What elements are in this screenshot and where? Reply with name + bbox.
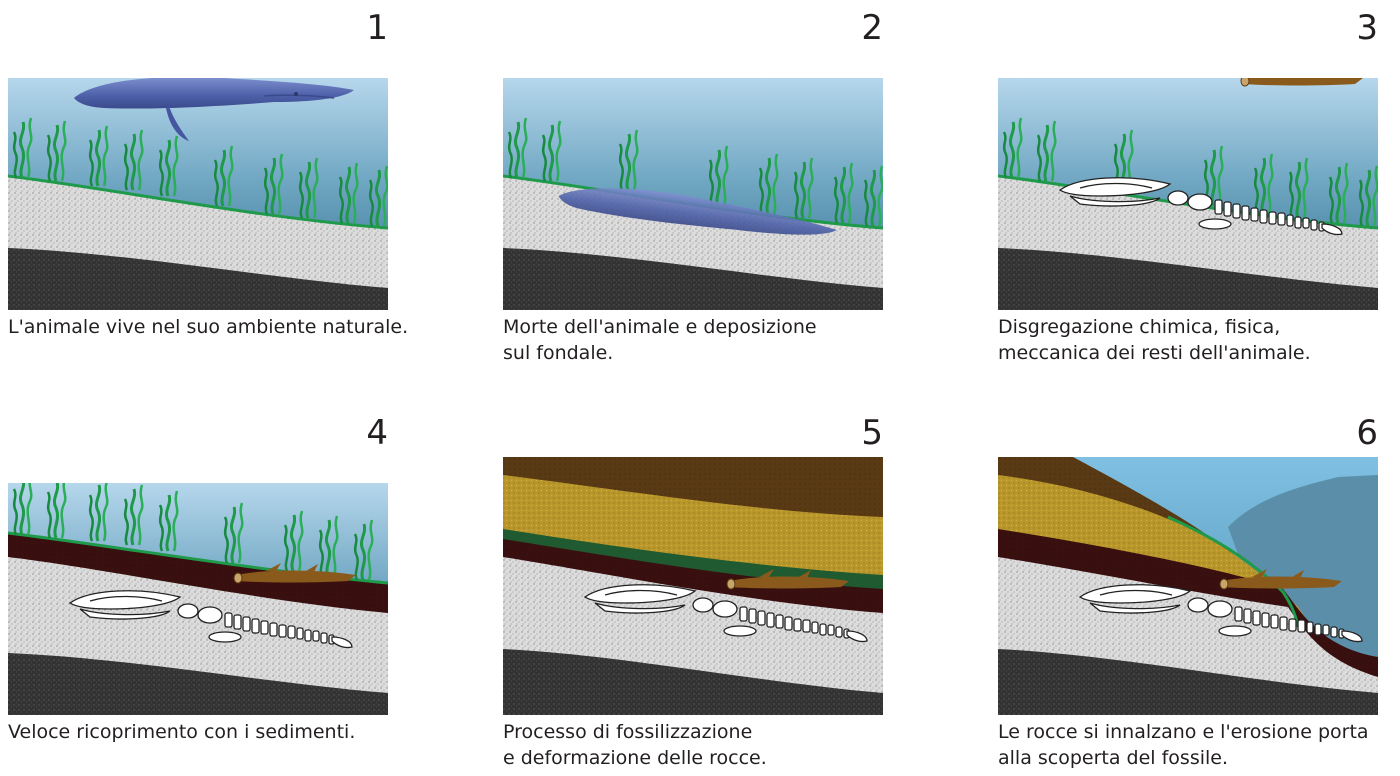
panel-3: 3 Disgregazione chimica, fisica, meccani… [998, 0, 1378, 370]
step-number: 2 [861, 8, 883, 48]
caption: Morte dell'animale e deposizione sul fon… [503, 316, 817, 364]
caption: L'animale vive nel suo ambiente naturale… [8, 316, 409, 338]
caption: Veloce ricoprimento con i sedimenti. [8, 721, 356, 743]
panel-6: 6 Le rocce si innalzano e l'erosione por… [998, 405, 1378, 775]
scene-rapid-burial [8, 483, 388, 715]
scene-fossilization [503, 457, 883, 715]
panel-4: 4 Veloce ricoprimento con i sedimenti. [8, 405, 388, 775]
scene-erosion-discovery [998, 457, 1378, 715]
panel-2: 2 Morte dell'animale e deposizione sul f… [503, 0, 883, 370]
panel-1: 1 L'animale vive nel suo ambiente natura… [8, 0, 408, 370]
step-number: 4 [366, 413, 388, 453]
caption: Le rocce si innalzano e l'erosione porta… [998, 721, 1369, 769]
step-number: 1 [366, 8, 388, 48]
caption: Disgregazione chimica, fisica, meccanica… [998, 316, 1311, 364]
step-number: 3 [1356, 8, 1378, 48]
caption: Processo di fossilizzazione e deformazio… [503, 721, 767, 769]
scene-living-animal [8, 78, 388, 310]
dead-whale-icon [558, 188, 837, 235]
panel-5: 5 Processo di fossilizzazione e deformaz… [503, 405, 883, 775]
scene-disaggregation [998, 78, 1378, 310]
scene-animal-death [503, 78, 883, 310]
step-number: 6 [1356, 413, 1378, 453]
step-number: 5 [861, 413, 883, 453]
